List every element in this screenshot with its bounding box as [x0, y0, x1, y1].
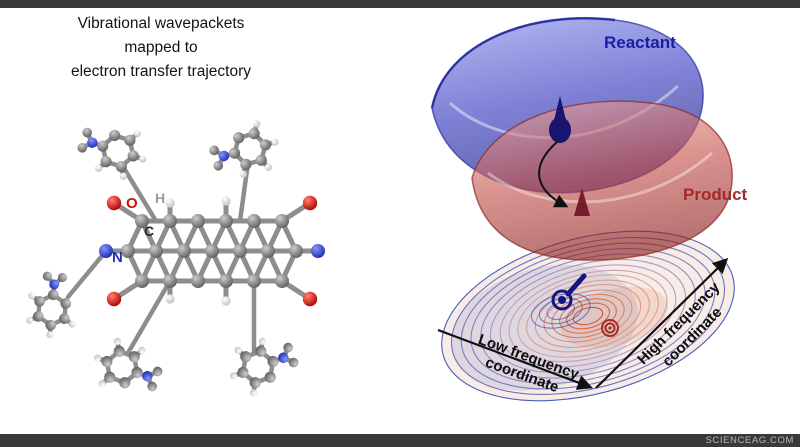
bottom-border-bar: SCIENCEAG.COM — [0, 434, 800, 447]
blue-wavepacket-marker — [551, 273, 587, 311]
atom-label-hydrogen: H — [155, 190, 166, 206]
product-label: Product — [683, 185, 748, 204]
trajectory-arrow — [538, 141, 569, 208]
top-border-bar — [0, 0, 800, 8]
atom-label-nitrogen: N — [112, 249, 123, 266]
molecule-illustration — [10, 105, 325, 405]
atom-label-oxygen: O — [126, 195, 138, 212]
reactant-label: Reactant — [604, 33, 676, 52]
low-frequency-axis — [437, 328, 593, 390]
ring-linker-bonds — [65, 160, 257, 356]
figure-caption: Vibrational wavepackets mapped to electr… — [70, 15, 252, 81]
high-frequency-axis — [595, 257, 729, 389]
oxygen-atoms — [106, 195, 318, 307]
atom-label-carbon: C — [144, 223, 155, 239]
core-hydrogen-atoms — [165, 196, 231, 306]
core-carbon-atoms — [121, 214, 303, 288]
nitrogen-atoms — [99, 244, 325, 258]
contour-plot — [441, 230, 735, 402]
product-wavepacket-peak — [574, 188, 590, 216]
product-surface — [471, 100, 733, 261]
watermark-text: SCIENCEAG.COM — [705, 435, 794, 446]
red-wavepacket-marker — [601, 319, 619, 337]
reactant-wavepacket-peak — [549, 96, 571, 143]
energy-surfaces-illustration — [430, 16, 735, 402]
